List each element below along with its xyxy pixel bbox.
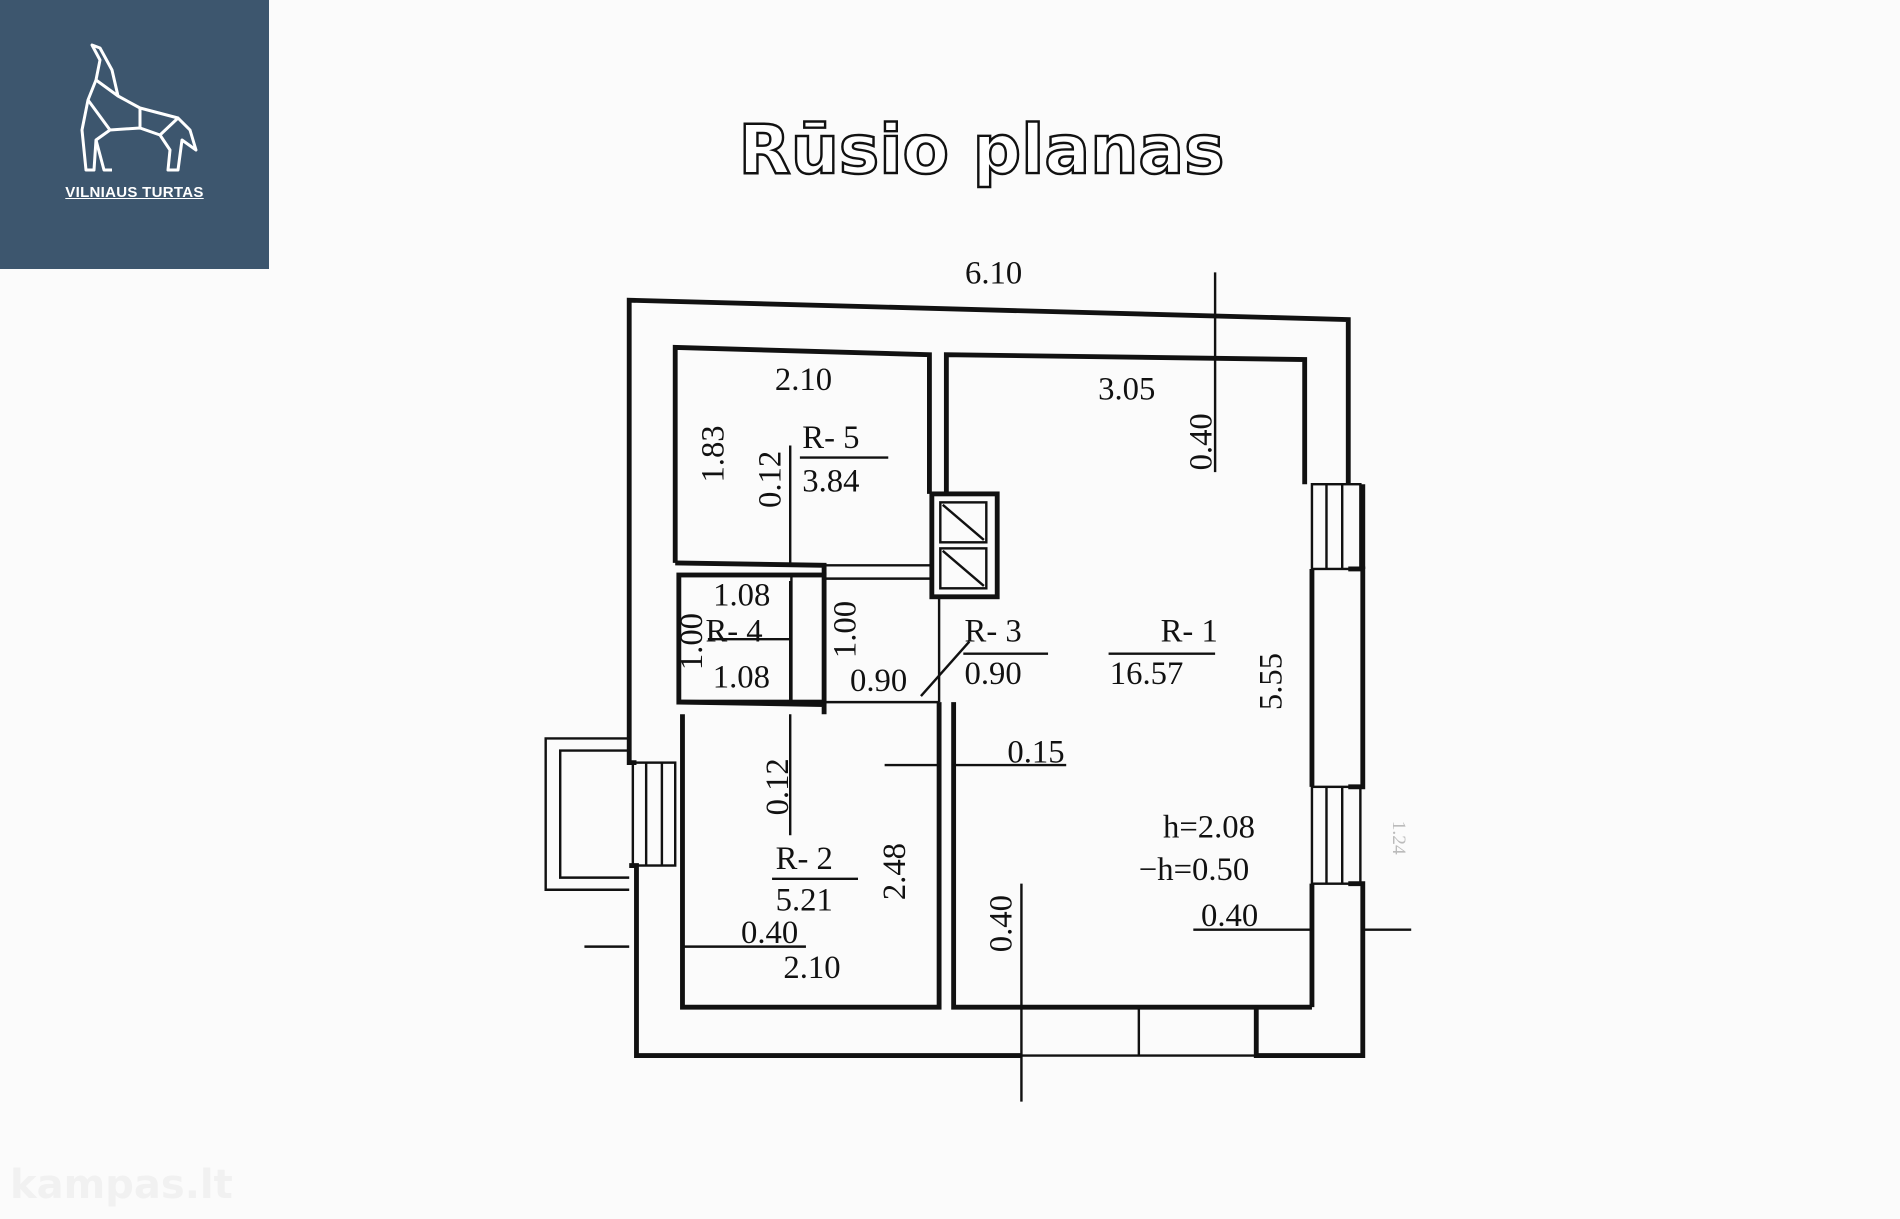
dim-r1-top-offset: 0.40: [1183, 413, 1219, 470]
room-r2-label: R- 2: [776, 841, 833, 877]
dim-r1-height: 5.55: [1254, 653, 1290, 710]
dim-r4-width: 1.08: [713, 577, 770, 613]
dim-wall-thickness: 0.15: [1007, 735, 1064, 771]
dim-r5-height: 1.83: [696, 425, 732, 482]
wolf-icon: [80, 43, 198, 172]
room-r1-area: 16.57: [1110, 656, 1184, 692]
vilniaus-turtas-logo: VILNIAUS TURTAS: [0, 0, 269, 269]
room-r1-label: R- 1: [1161, 614, 1218, 650]
room-r2-area: 5.21: [776, 882, 833, 918]
room-r4-label: R- 4: [705, 614, 762, 650]
room-r5-area: 3.84: [802, 463, 859, 499]
room-r3-area: 0.90: [965, 656, 1022, 692]
dim-r2-wall: 0.40: [741, 915, 798, 951]
dim-r2-height: 2.48: [877, 843, 913, 900]
room-r4-area: 1.08: [713, 660, 770, 696]
room-r3-label: R- 3: [965, 614, 1022, 650]
dim-r2-offset: 0.12: [760, 758, 796, 815]
dim-r1-width: 3.05: [1098, 371, 1155, 407]
logo-brand-text: VILNIAUS TURTAS: [65, 184, 204, 201]
dim-r5-width: 2.10: [775, 362, 832, 398]
outer-walls: [544, 297, 1366, 1058]
ceiling-height: h=2.08: [1163, 810, 1255, 846]
dim-overall-width: 6.10: [965, 255, 1022, 291]
plan-title: Rūsio planas: [739, 110, 1225, 189]
below-ground-height: −h=0.50: [1139, 852, 1249, 888]
chimney: [929, 491, 1000, 600]
dim-r1-right-wall: 0.40: [1201, 898, 1258, 934]
dim-r3-height: 1.00: [828, 601, 864, 658]
watermark: kampas.lt: [10, 1162, 233, 1208]
dim-r2-width: 2.10: [783, 950, 840, 986]
dim-window-height: 1.24: [1388, 821, 1409, 855]
dim-r4-height: 1.00: [674, 613, 710, 670]
inner-walls: [672, 344, 1315, 1010]
dim-r1-bottom-offset: 0.40: [984, 895, 1020, 952]
dim-r3-width: 0.90: [850, 663, 907, 699]
room-r5-label: R- 5: [802, 420, 859, 456]
dimension-arrows: [584, 272, 1412, 1102]
dim-r5-offset: 0.12: [753, 451, 789, 508]
